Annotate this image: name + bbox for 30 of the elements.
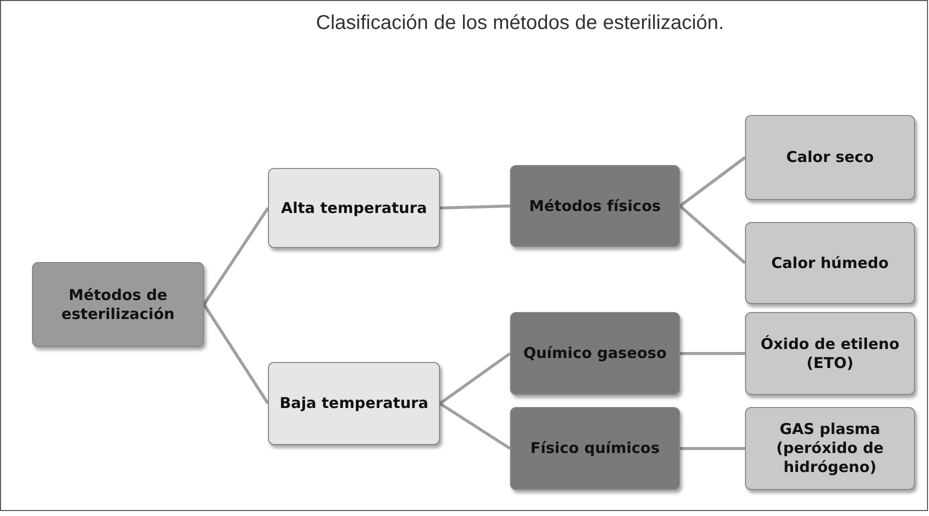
box-label: Físico químicos	[530, 439, 660, 458]
connector-line	[680, 352, 745, 355]
box-label: Químico gaseoso	[523, 344, 667, 363]
process-box	[510, 312, 680, 395]
box-label: Calor seco	[786, 148, 874, 167]
box-label: Calor húmedo	[771, 254, 889, 272]
process-box	[268, 168, 440, 248]
process-box	[745, 312, 915, 395]
connector-line	[202, 304, 270, 404]
box-label: Alta temperatura	[280, 198, 428, 218]
connector-line	[440, 204, 510, 210]
connector-line	[679, 204, 746, 264]
connector-line	[202, 207, 270, 306]
process-box	[745, 222, 915, 304]
box-label: Baja temperatura	[280, 394, 428, 413]
process-box	[745, 407, 915, 490]
process-box	[510, 407, 680, 490]
connector-line	[439, 402, 511, 450]
process-box	[268, 362, 440, 445]
box-label: Métodos de esterilización	[60, 286, 176, 324]
box-label: Óxido de etileno (ETO)	[760, 334, 900, 372]
box-label: Métodos físicos	[529, 196, 661, 216]
diagram-title: Clasificación de los métodos de esterilización.	[315, 11, 725, 36]
connector-line	[439, 352, 511, 405]
box-label: GAS plasma (peróxido de hidrógeno)	[775, 420, 885, 477]
process-box	[32, 262, 204, 347]
process-box	[745, 115, 915, 200]
process-box	[510, 165, 680, 247]
connector-line	[679, 156, 746, 208]
connector-line	[680, 447, 745, 450]
